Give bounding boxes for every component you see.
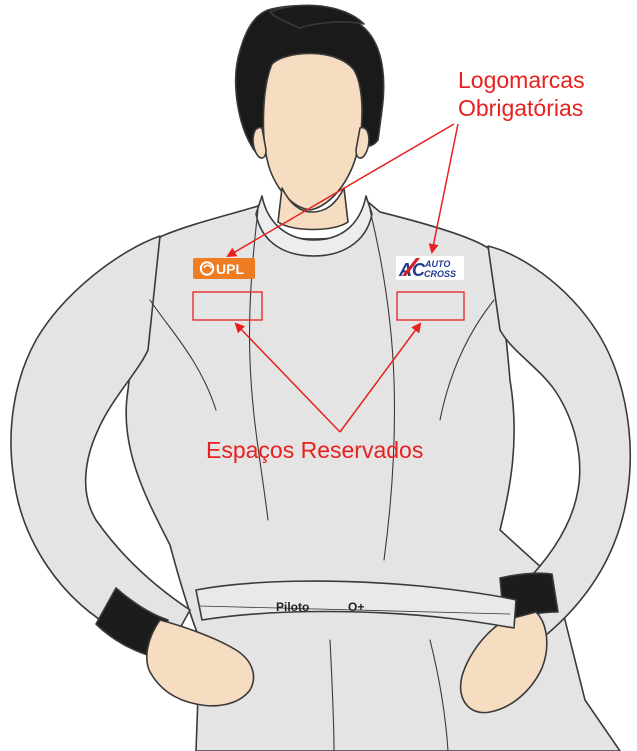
hair-top	[269, 4, 365, 29]
right-hand	[459, 611, 548, 714]
right-arm	[487, 245, 632, 641]
reserved-space-left	[192, 291, 263, 321]
suit-belt	[195, 580, 517, 629]
arrow-to-left-logo	[226, 123, 455, 258]
upl-swirl-icon	[199, 261, 215, 276]
right-ear	[355, 126, 370, 159]
reserved-space-right	[396, 291, 465, 321]
belt-symbol: O+	[348, 600, 364, 614]
arrow-to-right-space	[339, 322, 422, 433]
left-ear	[252, 126, 267, 159]
upl-logo: UPL	[193, 258, 255, 279]
upl-logo-text: UPL	[216, 261, 244, 277]
arrow-to-right-logo	[428, 123, 459, 254]
autocross-logo: AC AUTO CROSS	[396, 256, 464, 280]
callout-mandatory-logos-line1: Logomarcas	[458, 67, 585, 93]
callout-mandatory-logos: Logomarcas Obrigatórias	[458, 66, 585, 122]
callout-mandatory-logos-line2: Obrigatórias	[458, 95, 584, 121]
autocross-red-stripe	[402, 258, 420, 276]
autocross-logo-line2: CROSS	[424, 269, 456, 279]
left-hand	[146, 619, 255, 707]
autocross-logo-line1: AUTO	[424, 259, 450, 269]
autocross-logo-bg	[396, 256, 464, 280]
callout-reserved-spaces: Espaços Reservados	[206, 437, 424, 463]
left-arm	[10, 235, 191, 651]
neck	[277, 187, 349, 231]
arrow-to-left-space	[234, 322, 341, 433]
belt-label: Piloto	[276, 600, 309, 614]
autocross-logo-mark: AC	[398, 260, 426, 280]
suit-collar	[255, 195, 373, 257]
